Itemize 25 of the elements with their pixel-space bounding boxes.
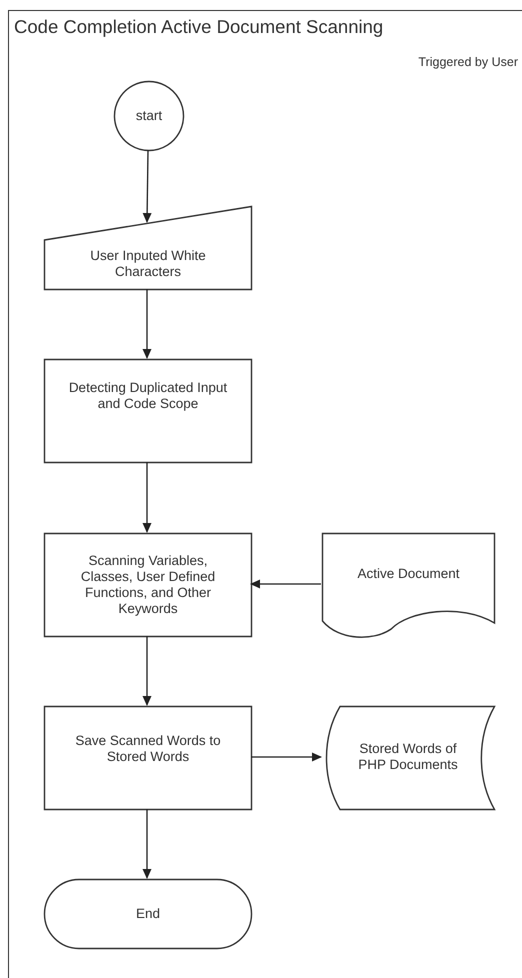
- terminator-shape: [44, 879, 252, 949]
- arrow: [250, 580, 321, 588]
- process-box: [44, 533, 252, 637]
- arrow: [142, 462, 152, 533]
- node-label: Save Scanned Words to Stored Words: [74, 733, 222, 765]
- node-label: Stored Words of PHP Documents: [358, 741, 458, 773]
- manual-input-shape: [44, 206, 252, 290]
- arrow: [142, 809, 152, 879]
- arrow: [142, 150, 152, 223]
- document-shape: [322, 533, 495, 637]
- arrow: [142, 636, 152, 706]
- swimlane-frame: [8, 10, 522, 978]
- node-label: User Inputed White Characters: [89, 248, 207, 280]
- frame-heading: Code Completion Active Document Scanning: [14, 16, 384, 38]
- process-box: [44, 359, 252, 463]
- arrow: [251, 752, 322, 762]
- node-label: Scanning Variables, Classes, User Defined Functions, and Other Keywords: [80, 553, 216, 617]
- node-label: End: [136, 906, 160, 922]
- node-label: start: [136, 108, 162, 124]
- arrow: [142, 289, 152, 359]
- start-circle: [114, 81, 184, 151]
- node-label: Detecting Duplicated Input and Code Scope: [68, 380, 228, 412]
- process-box: [44, 706, 252, 810]
- node-label: Active Document: [357, 566, 460, 582]
- lane-label: Triggered by User: [418, 54, 518, 70]
